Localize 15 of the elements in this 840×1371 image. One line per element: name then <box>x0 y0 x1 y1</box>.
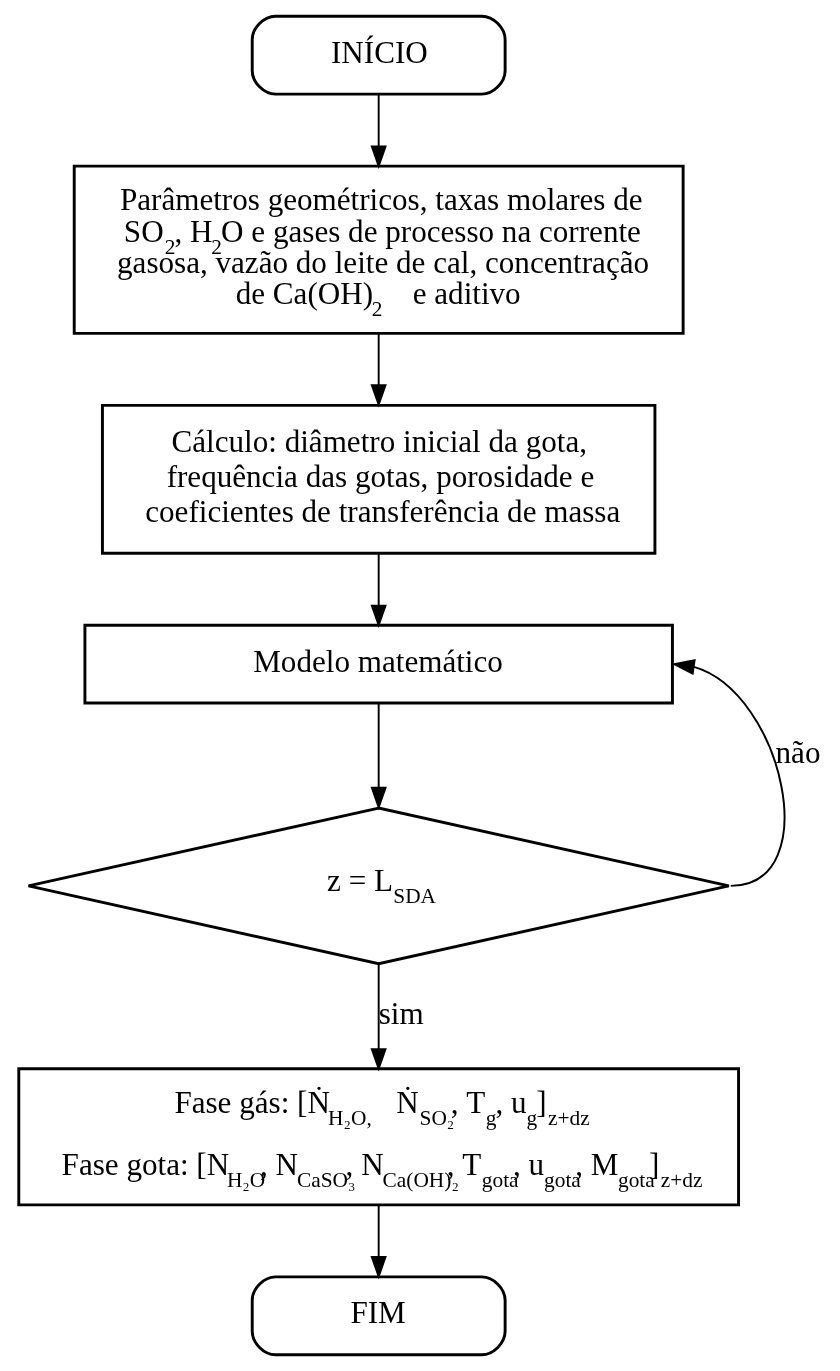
arrow <box>370 93 387 169</box>
arrow <box>370 332 387 408</box>
node-box: Parâmetros geométricos, taxas molares de SO$_{2}$, H$_{2}$O e gases de processo na corrente gasosa, vazão do leite de cal, concentração de Ca(OH)$_{2}$ e aditivo <box>72 164 685 335</box>
node-diamond: z = L$_{SDA}$ <box>26 806 730 966</box>
edge-label: não <box>775 734 820 770</box>
node-box: INÍCIO <box>250 14 507 96</box>
arrow <box>370 963 387 1072</box>
arrow <box>670 658 785 887</box>
arrow <box>370 702 387 811</box>
edge-label: sim <box>378 995 424 1031</box>
node-box: Cálculo: diâmetro inicial da gota, frequência das gotas, porosidade e coeficientes de transferência de massa <box>100 403 656 555</box>
node-box: Modelo matemático <box>82 623 674 705</box>
node-box: FIM <box>250 1275 507 1357</box>
arrow <box>370 1204 387 1280</box>
arrow <box>370 552 387 629</box>
